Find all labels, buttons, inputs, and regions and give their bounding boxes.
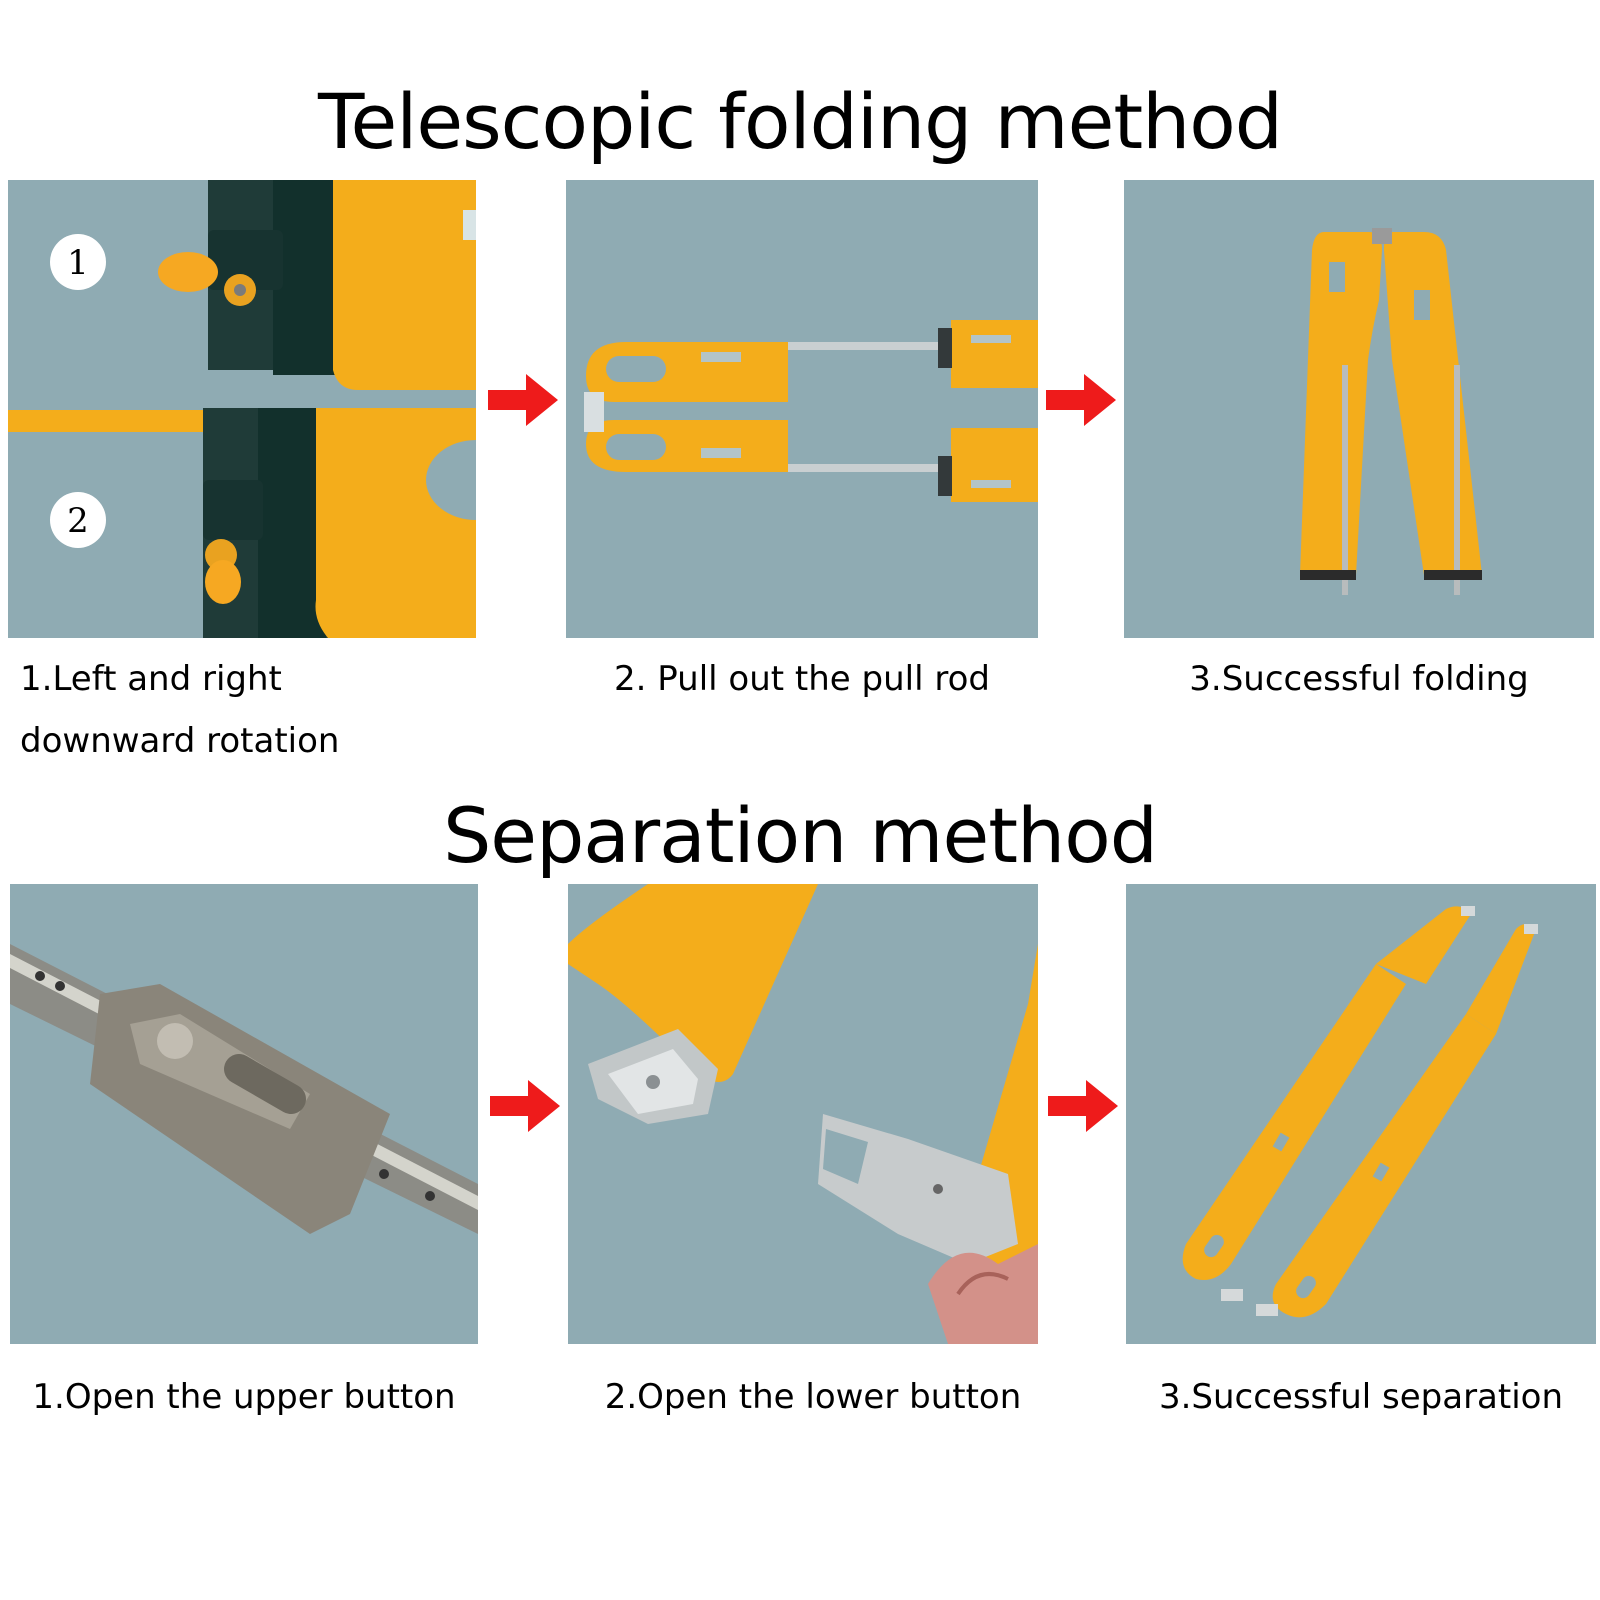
step-caption-pull-rod: 2. Pull out the pull rod <box>614 659 990 699</box>
rotation-illustration: 1 2 <box>8 180 476 638</box>
photo-panel-lower-button <box>568 884 1038 1344</box>
section-title-telescopic: Telescopic folding method <box>317 77 1283 166</box>
red-right-arrow-icon <box>1046 374 1116 426</box>
photo-panel-pull-rod <box>566 180 1038 638</box>
section-title-separation: Separation method <box>443 791 1158 880</box>
separated-illustration <box>1126 884 1596 1344</box>
photo-panel-separated <box>1126 884 1596 1344</box>
photo-panel-upper-button <box>10 884 478 1344</box>
folded-illustration <box>1124 180 1594 638</box>
pull-rod-illustration <box>566 180 1038 638</box>
upper-button-illustration <box>10 884 478 1344</box>
step-marker-1-label: 1 <box>67 243 89 283</box>
red-right-arrow-icon <box>488 374 558 426</box>
step-caption-separation: 3.Successful separation <box>1158 1377 1564 1417</box>
step-caption-upper-button: 1.Open the upper button <box>32 1377 456 1417</box>
step-marker-2-label: 2 <box>67 501 89 541</box>
step-marker-1 <box>50 234 106 290</box>
photo-panel-rotation: 1 2 <box>8 180 476 638</box>
step-caption-lower-button: 2.Open the lower button <box>604 1377 1022 1417</box>
red-right-arrow-icon <box>1048 1080 1118 1132</box>
red-right-arrow-icon <box>490 1080 560 1132</box>
step-marker-2 <box>50 492 106 548</box>
lower-button-illustration <box>568 884 1038 1344</box>
step-caption-rotation: 1.Left and right downward rotation <box>20 659 340 761</box>
step-caption-folding: 3.Successful folding <box>1189 659 1529 699</box>
photo-panel-folded <box>1124 180 1594 638</box>
